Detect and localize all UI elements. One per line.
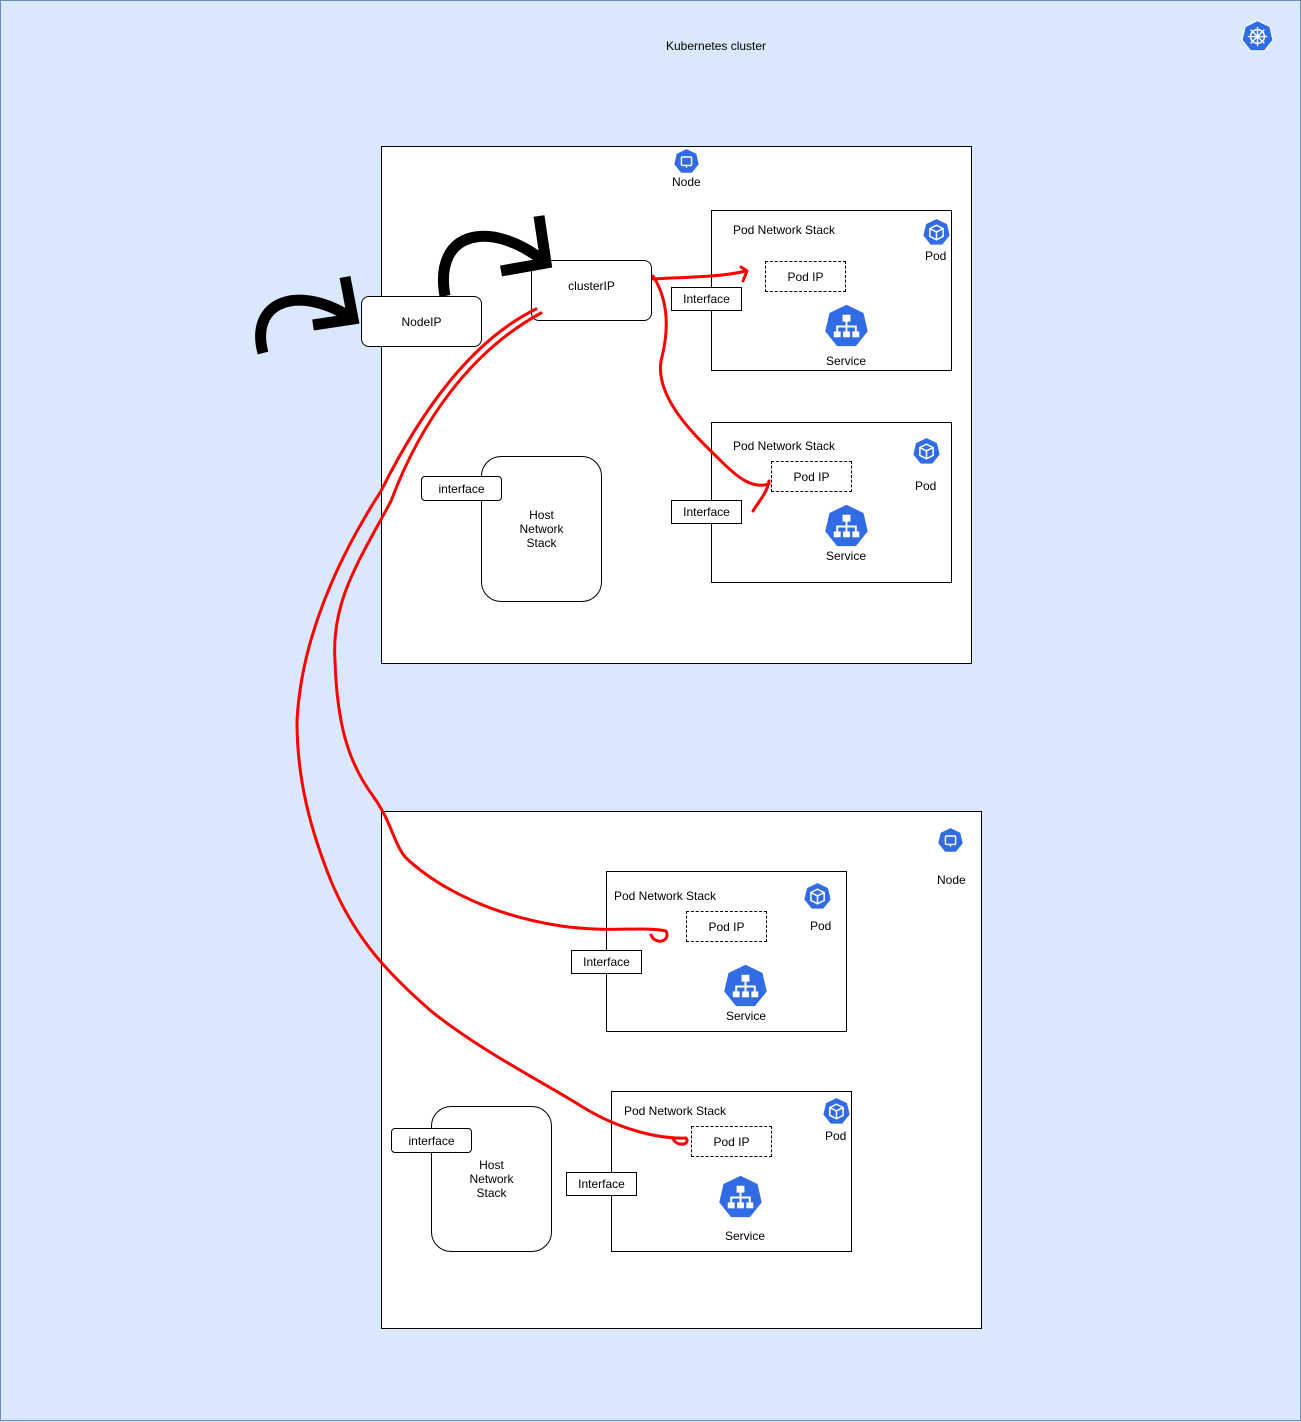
- node-1-label: Node: [672, 175, 701, 189]
- pod-icon: [803, 882, 832, 911]
- nodeip-box[interactable]: NodeIP: [361, 296, 482, 347]
- pod-icon: [922, 218, 951, 247]
- pod-ip: Pod IP: [686, 911, 767, 942]
- ingress-arrow-nodeip: [255, 294, 357, 355]
- service-icon: [717, 1174, 764, 1221]
- pod-label: Pod: [925, 249, 947, 263]
- cluster-title: Kubernetes cluster: [666, 39, 767, 53]
- pod-icon: [822, 1097, 851, 1126]
- pod-label: Pod: [810, 919, 832, 933]
- pod-network-stack-label: Pod Network Stack: [614, 889, 717, 903]
- pod-interface[interactable]: Interface: [566, 1172, 637, 1196]
- host-interface[interactable]: interface: [421, 476, 502, 501]
- clusterip-label: clusterIP: [568, 278, 615, 293]
- pod-ip: Pod IP: [771, 461, 852, 492]
- node-icon: [937, 827, 964, 854]
- service-label: Service: [725, 1229, 766, 1243]
- service-icon: [823, 503, 870, 550]
- service-icon: [823, 303, 870, 350]
- service-label: Service: [826, 549, 867, 563]
- pod-interface[interactable]: Interface: [571, 950, 642, 974]
- pod-interface[interactable]: Interface: [671, 287, 742, 311]
- pod-interface[interactable]: Interface: [671, 500, 742, 524]
- kubernetes-helm-icon: [1241, 20, 1274, 53]
- service-label: Service: [826, 354, 867, 368]
- pod-network-stack-label: Pod Network Stack: [624, 1104, 727, 1118]
- host-interface[interactable]: interface: [391, 1128, 472, 1153]
- pod-icon: [912, 437, 941, 466]
- pod-label: Pod: [825, 1129, 847, 1143]
- pod-ip: Pod IP: [765, 261, 846, 292]
- clusterip-box[interactable]: clusterIP: [531, 260, 652, 321]
- service-label: Service: [726, 1009, 767, 1023]
- node-icon: [673, 148, 700, 175]
- pod-network-stack-label: Pod Network Stack: [733, 223, 836, 237]
- pod-label: Pod: [915, 479, 937, 493]
- pod-network-stack-label: Pod Network Stack: [733, 439, 836, 453]
- service-icon: [722, 963, 769, 1010]
- pod-ip: Pod IP: [691, 1126, 772, 1157]
- node-2-label: Node: [937, 873, 966, 887]
- ingress-arrowhead-nodeip: [312, 275, 360, 331]
